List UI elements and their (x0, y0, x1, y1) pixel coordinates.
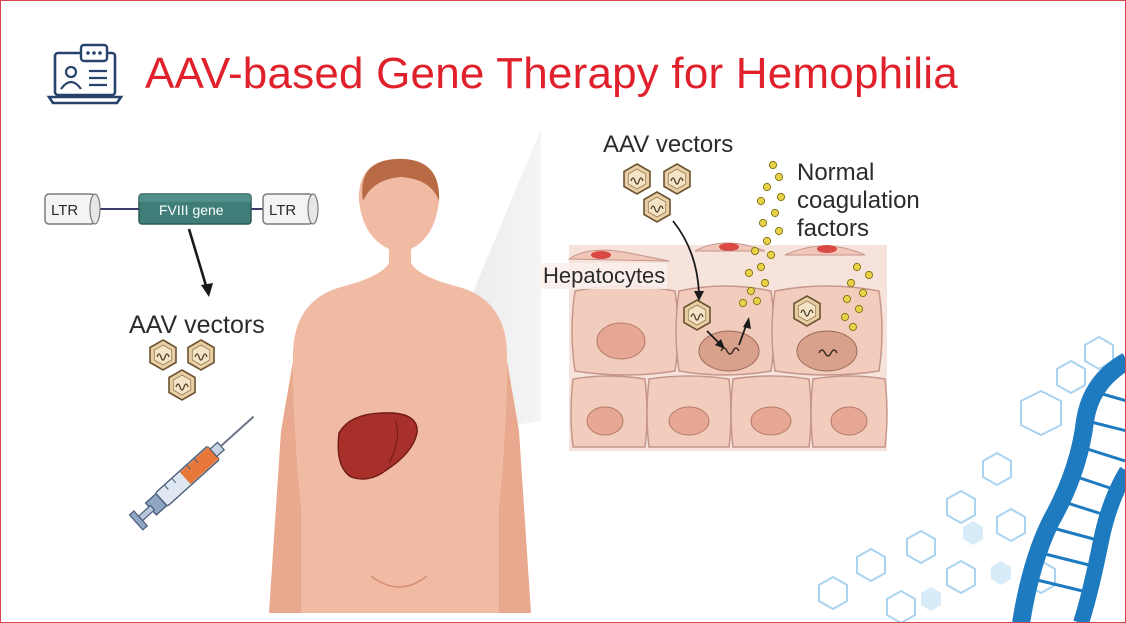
factors-label-line: factors (797, 215, 870, 242)
coagulation-factors-label: Normal coagulation factors (797, 159, 957, 243)
aav-capsid-icon (643, 191, 671, 223)
aav-capsid-icon (149, 339, 177, 371)
laptop-chat-icon (46, 43, 124, 105)
factors-label-line: coagulation (797, 187, 920, 214)
left-aav-vectors-label: AAV vectors (129, 311, 265, 339)
gene-construct: LTR FVIII gene LTR (44, 193, 319, 225)
aav-capsid-icon (187, 339, 215, 371)
left-ltr-label: LTR (51, 202, 78, 219)
aav-capsid-icon (683, 299, 711, 331)
right-ltr-label: LTR (269, 202, 296, 219)
construct-to-vector-arrow (187, 228, 213, 297)
aav-capsid-icon (168, 369, 196, 401)
aav-capsid-icon (663, 163, 691, 195)
aav-capsid-icon (793, 295, 821, 327)
slide-title: AAV-based Gene Therapy for Hemophilia (145, 49, 958, 98)
dna-helix-icon (818, 335, 1125, 622)
hepatocytes-label: Hepatocytes (541, 263, 668, 289)
aav-capsid-icon (623, 163, 651, 195)
fviii-gene-label: FVIII gene (159, 202, 224, 218)
factors-label-line: Normal (797, 159, 875, 186)
inset-aav-vectors-label: AAV vectors (603, 131, 734, 158)
hepatocyte-inset (567, 242, 888, 451)
coagulation-factor-dots (738, 160, 874, 332)
human-body (269, 158, 531, 614)
syringe-icon (128, 415, 255, 531)
